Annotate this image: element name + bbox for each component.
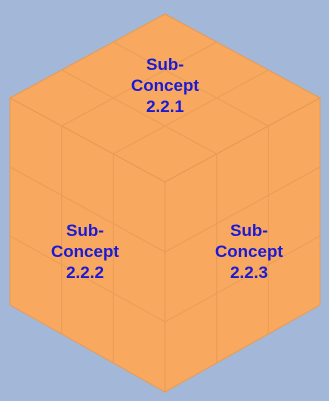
grid-line-top	[113, 41, 269, 127]
grid-line-left	[9, 166, 166, 253]
grid-line-right	[164, 166, 321, 253]
cube-grid-lines	[9, 41, 321, 363]
grid-line-top	[113, 69, 269, 155]
label-left-face: Sub- Concept 2.2.2	[51, 221, 119, 282]
grid-line-top	[61, 69, 217, 155]
label-right-face: Sub- Concept 2.2.3	[215, 221, 283, 282]
label-top-face: Sub- Concept 2.2.1	[131, 55, 199, 116]
grid-line-top	[61, 41, 217, 127]
grid-line-left	[9, 235, 166, 323]
grid-line-right	[164, 235, 321, 323]
